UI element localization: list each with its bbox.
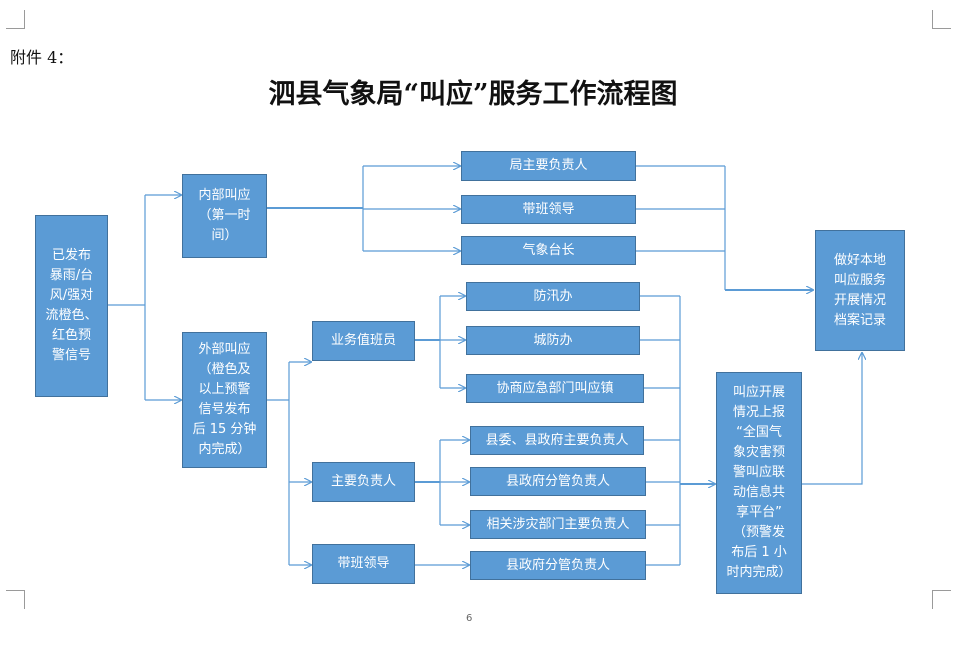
city-defense-office-box: 城防办: [466, 326, 640, 355]
main-head-box: 主要负责人: [312, 462, 415, 502]
disaster-dept-box: 相关涉灾部门主要负责人: [470, 510, 646, 539]
page-title: 泗县气象局“叫应”服务工作流程图: [268, 79, 678, 110]
emergency-dept-box: 协商应急部门叫应镇: [466, 374, 644, 403]
crop-mark-bottom-right: [932, 590, 951, 609]
bureau-head-box: 局主要负责人: [461, 151, 636, 181]
archive-record-box: 做好本地 叫应服务 开展情况 档案记录: [815, 230, 905, 351]
trigger-warning-box: 已发布 暴雨/台 风/强对 流橙色、 红色预 警信号: [35, 215, 108, 397]
county-deputy-2-box: 县政府分管负责人: [470, 551, 646, 580]
crop-mark-top-left: [6, 10, 25, 29]
duty-officer-box: 业务值班员: [312, 321, 415, 361]
observatory-head-box: 气象台长: [461, 236, 636, 265]
crop-mark-top-right: [932, 10, 951, 29]
internal-response-box: 内部叫应 （第一时 间）: [182, 174, 267, 258]
crop-mark-bottom-left: [6, 590, 25, 609]
flood-office-box: 防汛办: [466, 282, 640, 311]
page-number: 6: [466, 613, 473, 624]
attachment-label: 附件 4：: [10, 48, 74, 67]
county-deputy-box: 县政府分管负责人: [470, 467, 646, 496]
county-leaders-box: 县委、县政府主要负责人: [470, 426, 644, 455]
report-platform-box: 叫应开展 情况上报 “全国气 象灾害预 警叫应联 动信息共 享平台” （预警发 …: [716, 372, 802, 594]
shift-leader-internal-box: 带班领导: [461, 195, 636, 224]
shift-leader-external-box: 带班领导: [312, 544, 415, 584]
external-response-box: 外部叫应 （橙色及 以上预警 信号发布 后 15 分钟 内完成）: [182, 332, 267, 468]
